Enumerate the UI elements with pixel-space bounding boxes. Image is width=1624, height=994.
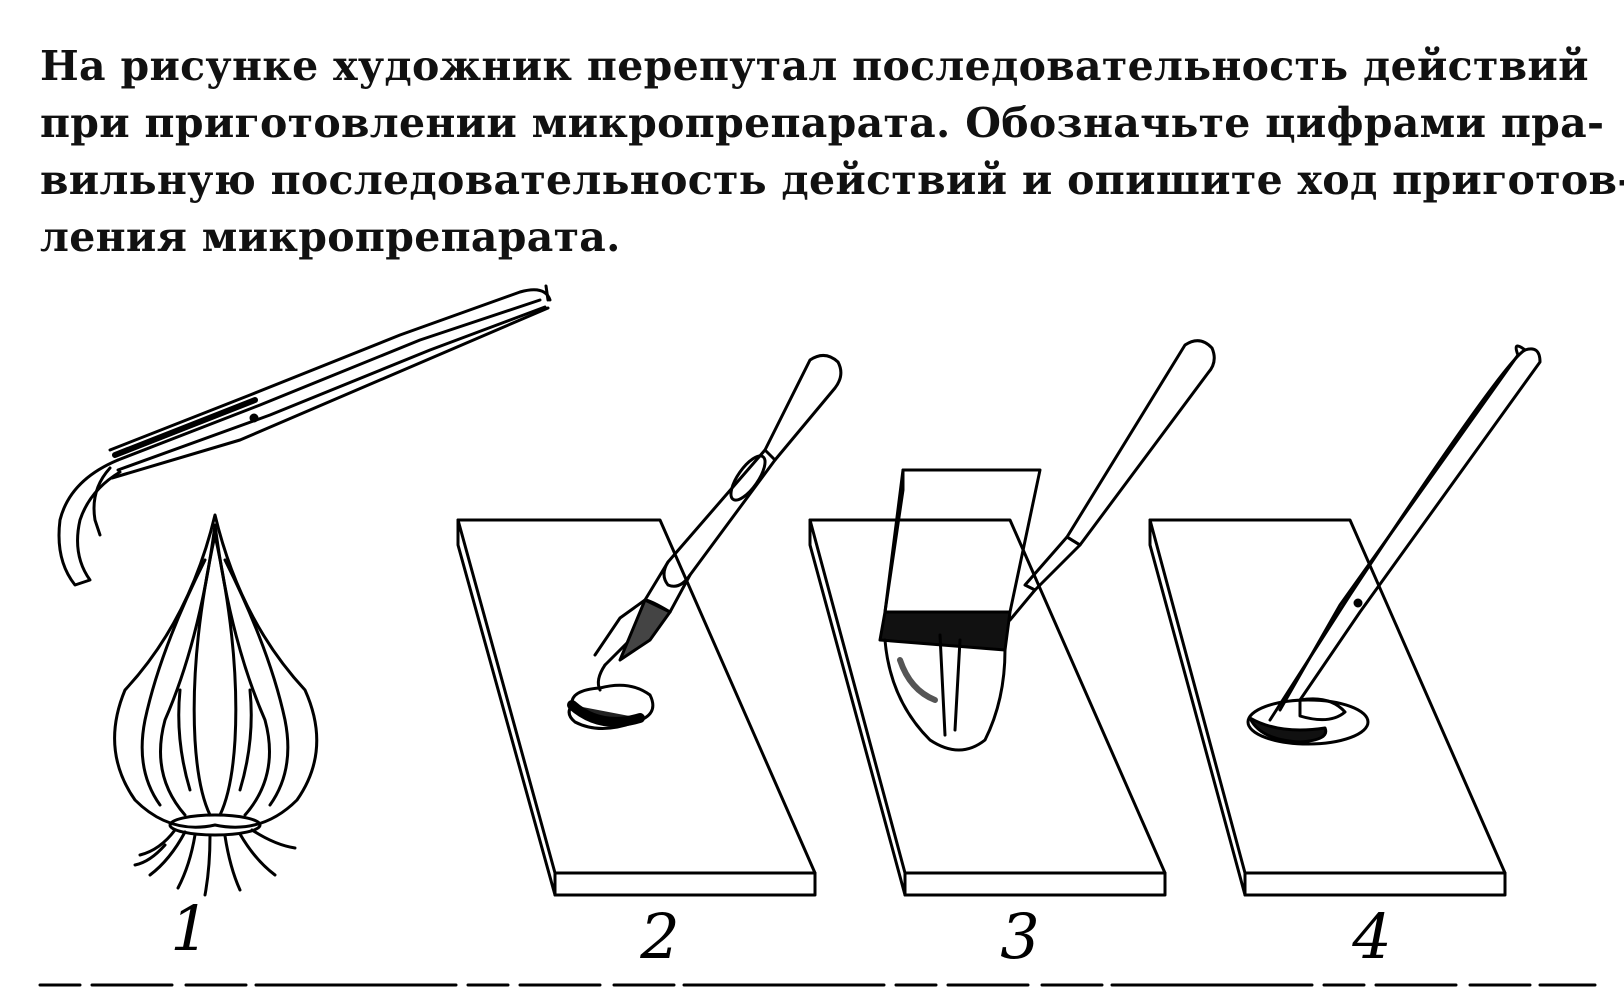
slide-3-icon bbox=[808, 518, 1167, 897]
pipette-icon bbox=[593, 354, 843, 692]
figure-label-4: 4 bbox=[1351, 900, 1391, 973]
figure-label-1: 1 bbox=[170, 892, 209, 965]
slide-4-icon bbox=[1148, 518, 1507, 897]
task-line-4: ления микропрепарата. bbox=[40, 213, 621, 261]
dissecting-needle-icon bbox=[1008, 339, 1216, 622]
onion-bulb-icon bbox=[113, 513, 319, 897]
coverslip-icon bbox=[878, 468, 1042, 752]
tweezers-icon bbox=[57, 284, 552, 587]
water-drop-icon bbox=[567, 683, 655, 730]
task-line-1: На рисунке художник перепутал последоват… bbox=[40, 42, 1589, 90]
task-line-2: при приготовлении микропрепарата. Обозна… bbox=[40, 99, 1605, 147]
onion-film-drop-icon bbox=[1246, 697, 1370, 746]
tweezers-4-icon bbox=[1268, 344, 1542, 722]
slide-2-icon bbox=[456, 518, 817, 897]
task-statement: На рисунке художник перепутал последоват… bbox=[40, 38, 1624, 266]
figure-label-2: 2 bbox=[639, 900, 679, 973]
figure-label-3: 3 bbox=[1000, 900, 1039, 973]
task-line-3: вильную последовательность действий и оп… bbox=[40, 156, 1624, 204]
